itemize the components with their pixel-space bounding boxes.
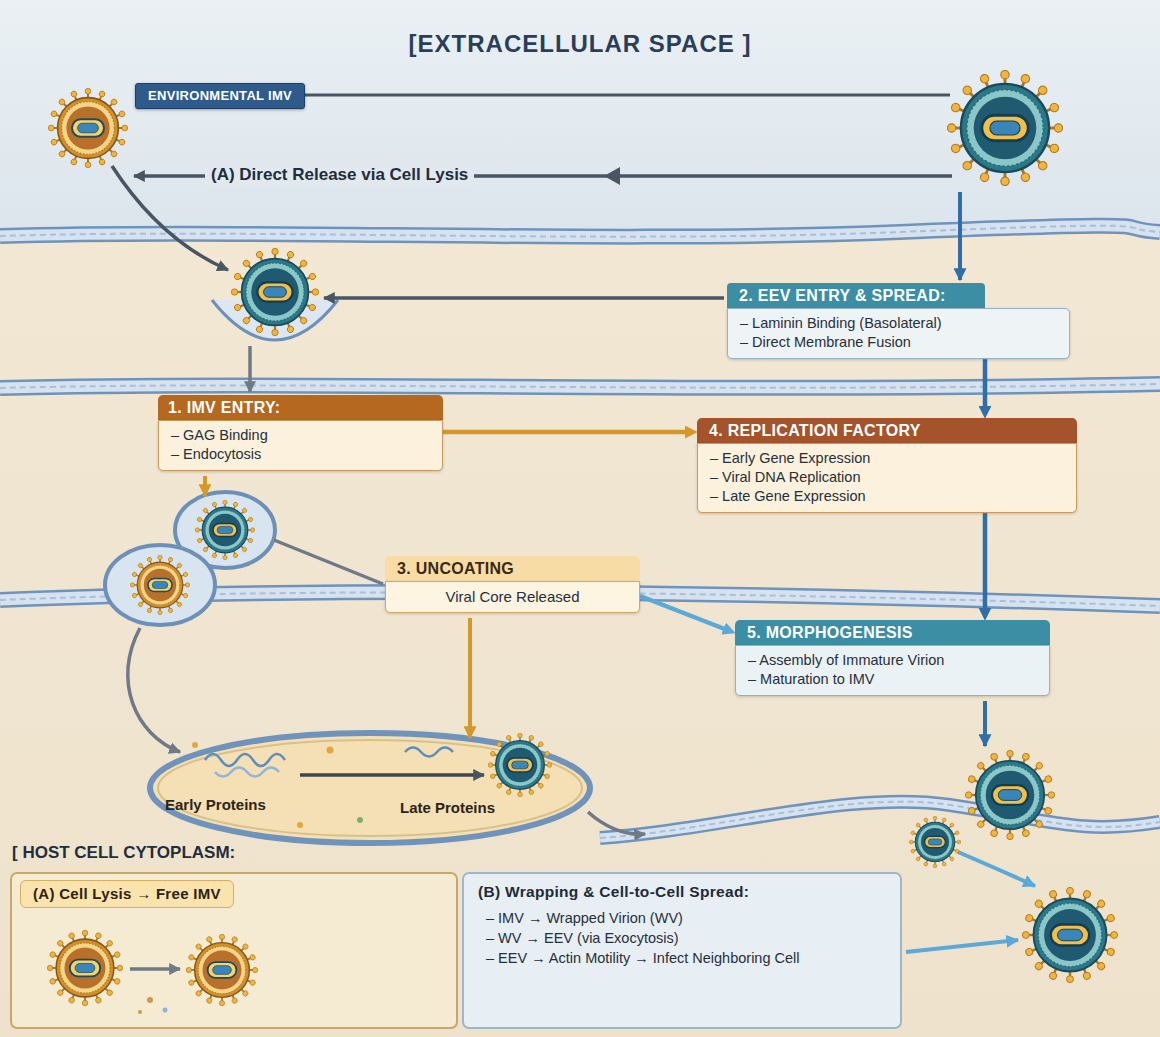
- box-body: – GAG Binding– Endocytosis: [158, 420, 443, 471]
- virion: [488, 733, 551, 796]
- factory-region: [150, 733, 590, 843]
- dna-strand: [215, 768, 279, 777]
- flow-arrow: [443, 430, 688, 435]
- virion: [1022, 887, 1117, 982]
- endocytosis-arrow: [203, 476, 207, 496]
- panel-ground: [10, 872, 458, 1029]
- flow-arrow: [983, 513, 988, 611]
- virion: [47, 930, 122, 1005]
- dna-strand: [405, 748, 453, 757]
- protein-dot: [327, 747, 334, 754]
- spread-arrow: [958, 852, 1035, 886]
- box-heading: (B) Wrapping & Cell-to-Cell Spread:: [464, 874, 900, 906]
- entry-arrow: [958, 192, 962, 280]
- panel-ground: [462, 872, 902, 1029]
- box-line: – Endocytosis: [171, 445, 430, 464]
- virion: [130, 555, 190, 615]
- box-line: – Maturation to IMV: [748, 670, 1037, 689]
- box-line: – Direct Membrane Fusion: [740, 333, 1057, 352]
- box-line: – GAG Binding: [171, 426, 430, 445]
- maturation-arrow: [983, 701, 987, 746]
- protein-dot: [192, 742, 198, 748]
- protein-dot: [357, 817, 363, 823]
- stage-panel: (B) Wrapping & Cell-to-Cell Spread:– IMV…: [462, 872, 902, 1029]
- leader-line: [274, 540, 383, 584]
- expression-arrow: [300, 773, 484, 777]
- virion: [186, 934, 257, 1005]
- entry-arrow: [248, 346, 252, 392]
- virion: [195, 500, 255, 560]
- use-shape: [600, 802, 1160, 838]
- annotation-label: Late Proteins: [400, 799, 495, 817]
- box-line: – Laminin Binding (Basolateral): [740, 314, 1057, 333]
- use-shape: [600, 802, 1160, 838]
- box-heading: ENVIRONMENTAL IMV: [135, 83, 305, 109]
- arrow-head: [604, 167, 620, 185]
- virion: [909, 816, 961, 868]
- box-body: Viral Core Released: [385, 581, 640, 613]
- stage-panel: (A) Cell Lysis → Free IMV: [10, 872, 458, 1029]
- box-heading: 5. MORPHOGENESIS: [735, 620, 1050, 645]
- box-heading: (A) Cell Lysis → Free IMV: [20, 880, 234, 908]
- lysis-arrow: [130, 967, 180, 971]
- leader-line: [300, 94, 950, 97]
- box-body: – Laminin Binding (Basolateral)– Direct …: [727, 308, 1070, 359]
- core-arrow: [468, 618, 472, 738]
- region-label: [EXTRACELLULAR SPACE ]: [0, 30, 1160, 59]
- dna-strand: [205, 754, 285, 766]
- box-line: Viral Core Released: [398, 587, 627, 606]
- step-box: 3. UNCOATING Viral Core Released: [385, 556, 640, 613]
- step-box: 4. REPLICATION FACTORY– Early Gene Expre…: [697, 418, 1077, 513]
- use-shape: [600, 802, 1160, 838]
- entry-arrow: [324, 296, 724, 300]
- box-body: – Early Gene Expression– Viral DNA Repli…: [697, 443, 1077, 513]
- box-heading: 4. REPLICATION FACTORY: [697, 418, 1077, 443]
- box-heading: 1. IMV ENTRY:: [158, 395, 443, 420]
- step-box: 2. EEV ENTRY & SPREAD:– Laminin Binding …: [727, 283, 1070, 359]
- box-line: – WV → EEV (via Exocytosis): [486, 928, 886, 948]
- annotation-label: Early Proteins: [165, 796, 266, 814]
- box-heading: 3. UNCOATING: [385, 556, 640, 581]
- box-body: – IMV → Wrapped Virion (WV)– WV → EEV (v…: [464, 906, 900, 976]
- box-heading: 2. EEV ENTRY & SPREAD:: [727, 283, 985, 308]
- source-tag: ENVIRONMENTAL IMV: [135, 83, 305, 109]
- virion: [231, 248, 318, 335]
- core-arrow: [128, 628, 180, 752]
- box-line: – Viral DNA Replication: [710, 468, 1064, 487]
- wrapping-membrane: [600, 802, 1160, 838]
- step-box: 5. MORPHOGENESIS– Assembly of Immature V…: [735, 620, 1050, 696]
- endosome: [105, 545, 215, 625]
- protein-dot: [297, 822, 303, 828]
- debris-dot: [147, 997, 153, 1003]
- flow-arrow: [640, 596, 727, 630]
- virion: [947, 70, 1062, 185]
- debris-dot: [138, 1010, 142, 1014]
- virion: [965, 750, 1054, 839]
- box-body: – Assembly of Immature Virion– Maturatio…: [735, 645, 1050, 696]
- box-line: – Early Gene Expression: [710, 449, 1064, 468]
- box-line: – IMV → Wrapped Virion (WV): [486, 908, 886, 928]
- debris-dot: [163, 1008, 168, 1013]
- virion: [48, 88, 127, 167]
- assembly-arrow: [588, 812, 645, 834]
- box-line: – Assembly of Immature Virion: [748, 651, 1037, 670]
- box-line: – EEV → Actin Motility → Infect Neighbor…: [486, 948, 886, 968]
- region-label: [ HOST CELL CYTOPLASM:: [12, 843, 235, 863]
- box-line: – Late Gene Expression: [710, 487, 1064, 506]
- flow-arrow: [983, 359, 988, 409]
- annotation-label: (A) Direct Release via Cell Lysis: [205, 165, 474, 185]
- extracellular-ground: [0, 0, 1160, 235]
- step-box: 1. IMV ENTRY:– GAG Binding– Endocytosis: [158, 395, 443, 471]
- spread-arrow: [906, 940, 1018, 952]
